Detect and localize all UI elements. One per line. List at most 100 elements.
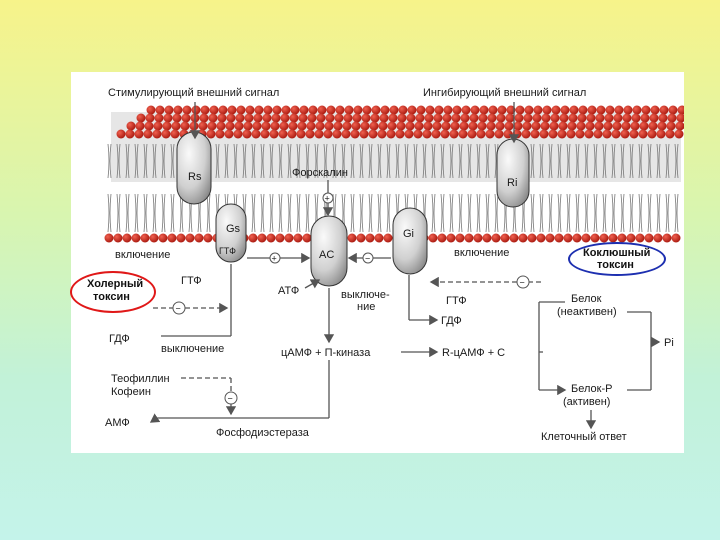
- switch-off-right-label-1: выключе-: [341, 289, 390, 301]
- lipid-head: [621, 130, 630, 139]
- lipid-head: [335, 114, 344, 123]
- lipid-tail: [279, 194, 282, 232]
- lipid-head: [622, 122, 631, 131]
- lipid-tail: [558, 194, 561, 232]
- lipid-head: [254, 114, 263, 123]
- gi-label: Gi: [403, 228, 414, 240]
- lipid-head: [279, 130, 288, 139]
- lipid-head: [426, 106, 435, 115]
- lipid-tail: [639, 194, 642, 232]
- lipid-head: [396, 130, 405, 139]
- lipid-head: [363, 106, 372, 115]
- lipid-head: [435, 106, 444, 115]
- gtp-left-label: ГТФ: [181, 275, 202, 287]
- lipid-head: [578, 114, 587, 123]
- lipid-head: [549, 130, 558, 139]
- lipid-head: [540, 130, 549, 139]
- lipid-tail: [360, 194, 363, 232]
- lipid-head: [326, 114, 335, 123]
- lipid-head: [505, 122, 514, 131]
- lipid-tail: [171, 194, 174, 232]
- lipid-head: [515, 114, 524, 123]
- lipid-head: [649, 122, 658, 131]
- lipid-head: [459, 130, 468, 139]
- lipid-tail: [630, 194, 633, 232]
- lipid-head: [452, 114, 461, 123]
- lipid-tail: [162, 194, 165, 232]
- lipid-head: [316, 122, 325, 131]
- lipid-head: [533, 114, 542, 123]
- lipid-head: [343, 122, 352, 131]
- lipid-head: [272, 114, 281, 123]
- lipid-head: [298, 122, 307, 131]
- lipid-head: [477, 130, 486, 139]
- lipid-head: [569, 114, 578, 123]
- lipid-head: [660, 106, 669, 115]
- lipid-head: [308, 114, 317, 123]
- lipid-head: [200, 114, 209, 123]
- lipid-head: [297, 130, 306, 139]
- protein-active-label-2: (активен): [563, 396, 610, 408]
- lipid-head: [604, 122, 613, 131]
- lipid-head: [123, 234, 132, 243]
- lipid-head: [510, 234, 519, 243]
- lipid-tail: [549, 194, 552, 232]
- lipid-head: [306, 130, 315, 139]
- lipid-head: [369, 130, 378, 139]
- lipid-head: [424, 122, 433, 131]
- lipid-head: [451, 122, 460, 131]
- lipid-tail: [387, 194, 390, 232]
- lipid-head: [640, 122, 649, 131]
- amp-label: АМФ: [105, 417, 130, 429]
- lipid-head: [216, 130, 225, 139]
- lipid-head: [434, 114, 443, 123]
- lipid-head: [244, 122, 253, 131]
- lipid-head: [261, 130, 270, 139]
- lipid-head: [362, 114, 371, 123]
- lipid-head: [543, 106, 552, 115]
- lipid-head: [497, 114, 506, 123]
- lipid-head: [594, 130, 603, 139]
- lipid-head: [398, 114, 407, 123]
- lipid-head: [407, 114, 416, 123]
- lipid-head: [294, 234, 303, 243]
- lipid-tail: [486, 194, 489, 232]
- lipid-tail: [603, 194, 606, 232]
- lipid-head: [137, 114, 146, 123]
- lipid-tail: [594, 194, 597, 232]
- lipid-head: [483, 234, 492, 243]
- lipid-head: [587, 114, 596, 123]
- lipid-head: [487, 122, 496, 131]
- lipid-head: [534, 106, 543, 115]
- lipid-head: [588, 106, 597, 115]
- lipid-head: [208, 122, 217, 131]
- lipid-head: [150, 234, 159, 243]
- lipid-head: [492, 234, 501, 243]
- lipid-head: [496, 122, 505, 131]
- lipid-head: [204, 234, 213, 243]
- lipid-head: [541, 122, 550, 131]
- lipid-head: [163, 122, 172, 131]
- pertussis-toxin-label: Коклюшный токсин: [583, 247, 650, 271]
- lipid-head: [433, 122, 442, 131]
- protein-inactive-label-1: Белок: [571, 293, 602, 305]
- lipid-tail: [585, 194, 588, 232]
- lipid-tail: [495, 194, 498, 232]
- lipid-head: [663, 234, 672, 243]
- lipid-head: [645, 234, 654, 243]
- receptor-ri-label: Ri: [507, 177, 517, 189]
- gtp-right-label: ГТФ: [446, 295, 467, 307]
- lipid-head: [552, 106, 561, 115]
- lipid-head: [600, 234, 609, 243]
- phosphodiesterase-label: Фосфодиэстераза: [216, 427, 310, 439]
- lipid-head: [271, 122, 280, 131]
- lipid-head: [613, 122, 622, 131]
- lipid-head: [387, 130, 396, 139]
- lipid-head: [519, 234, 528, 243]
- lipid-head: [172, 122, 181, 131]
- atp-label: АТФ: [278, 285, 299, 297]
- g-protein-gi: Gi: [393, 208, 427, 274]
- lipid-head: [627, 234, 636, 243]
- lipid-head: [667, 122, 676, 131]
- receptor-ri: Ri: [497, 139, 529, 207]
